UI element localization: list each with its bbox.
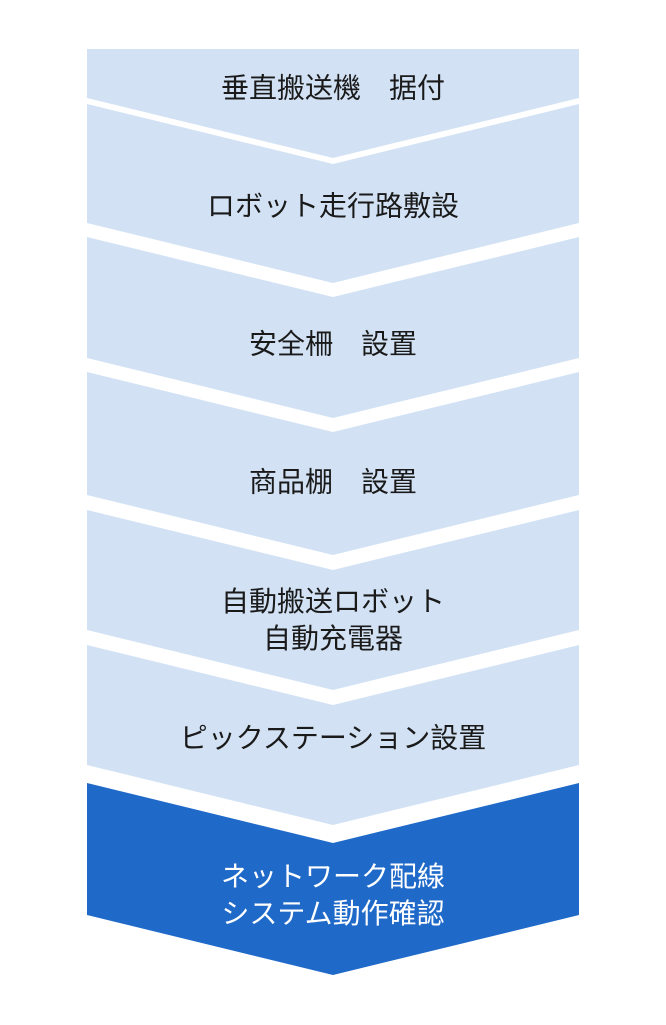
- step-label: ピックステーション設置: [180, 722, 487, 755]
- step-chevron: [87, 372, 579, 555]
- step-chevron: [87, 645, 579, 825]
- step-label: 自動搬送ロボット: [221, 585, 445, 618]
- final-step-chevron: [87, 783, 579, 975]
- step-label: 垂直搬送機 据付: [221, 72, 445, 105]
- step-chevron: [87, 49, 579, 158]
- step-chevron: [87, 104, 579, 283]
- step-label: ネットワーク配線: [221, 860, 445, 893]
- step-chevron: [87, 510, 579, 690]
- step-label: 自動充電器: [263, 622, 403, 655]
- step-label: ロボット走行路敷設: [207, 190, 459, 223]
- step-chevron: [87, 237, 579, 418]
- step-label: 商品棚 設置: [249, 466, 417, 499]
- step-label: システム動作確認: [221, 897, 444, 930]
- step-label: 安全柵 設置: [249, 328, 417, 361]
